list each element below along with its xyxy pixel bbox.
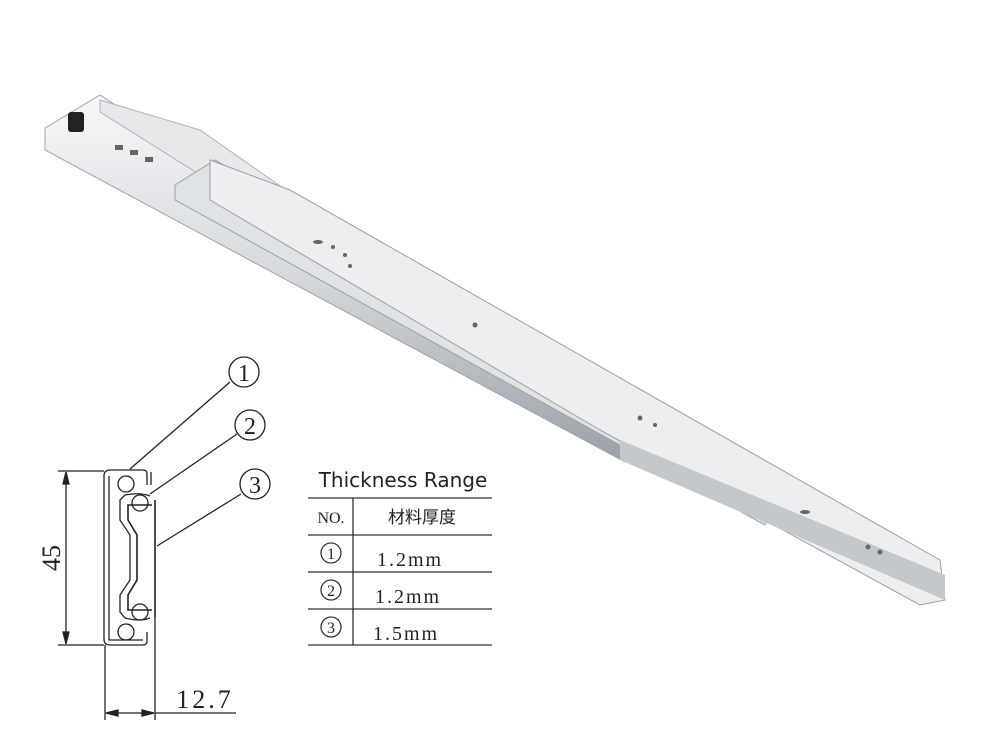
ball [117,623,135,641]
mounting-holes [115,145,883,555]
callout-3-circle [239,468,271,500]
row-2-no: 2 [327,583,335,600]
width-dimension: 12.7 [176,685,234,714]
cross-section-drawing [58,356,271,720]
callout-2-label: 2 [244,414,256,440]
callout-1-circle [228,356,260,388]
slide-rail-photo [44,94,946,606]
row-1-no: 1 [327,546,335,563]
inner-rail [209,159,946,606]
thickness-table: Thickness Range NO. 材料厚度 1 1.2mm 2 1.2mm… [308,468,492,646]
inner-rail-profile [127,500,156,617]
row-2-thickness: 1.2mm [375,586,441,608]
table-title: Thickness Range [318,468,488,492]
middle-rail-profile [119,493,151,621]
ball [131,494,149,512]
row-3-no: 3 [327,620,335,637]
inner-rail-edge [620,440,945,600]
ball [117,475,135,493]
outer-rail-profile [103,469,152,646]
callout-3-label: 3 [249,473,261,499]
height-dimension: 45 [37,545,66,571]
header-no: NO. [317,510,344,527]
callout-1-label: 1 [238,361,250,387]
header-material-thickness: 材料厚度 [388,508,456,527]
callout-2-circle [234,409,266,441]
row-1-thickness: 1.2mm [377,549,443,571]
row-3-thickness: 1.5mm [373,623,439,645]
front-bumper [68,112,84,132]
ball [131,603,149,621]
